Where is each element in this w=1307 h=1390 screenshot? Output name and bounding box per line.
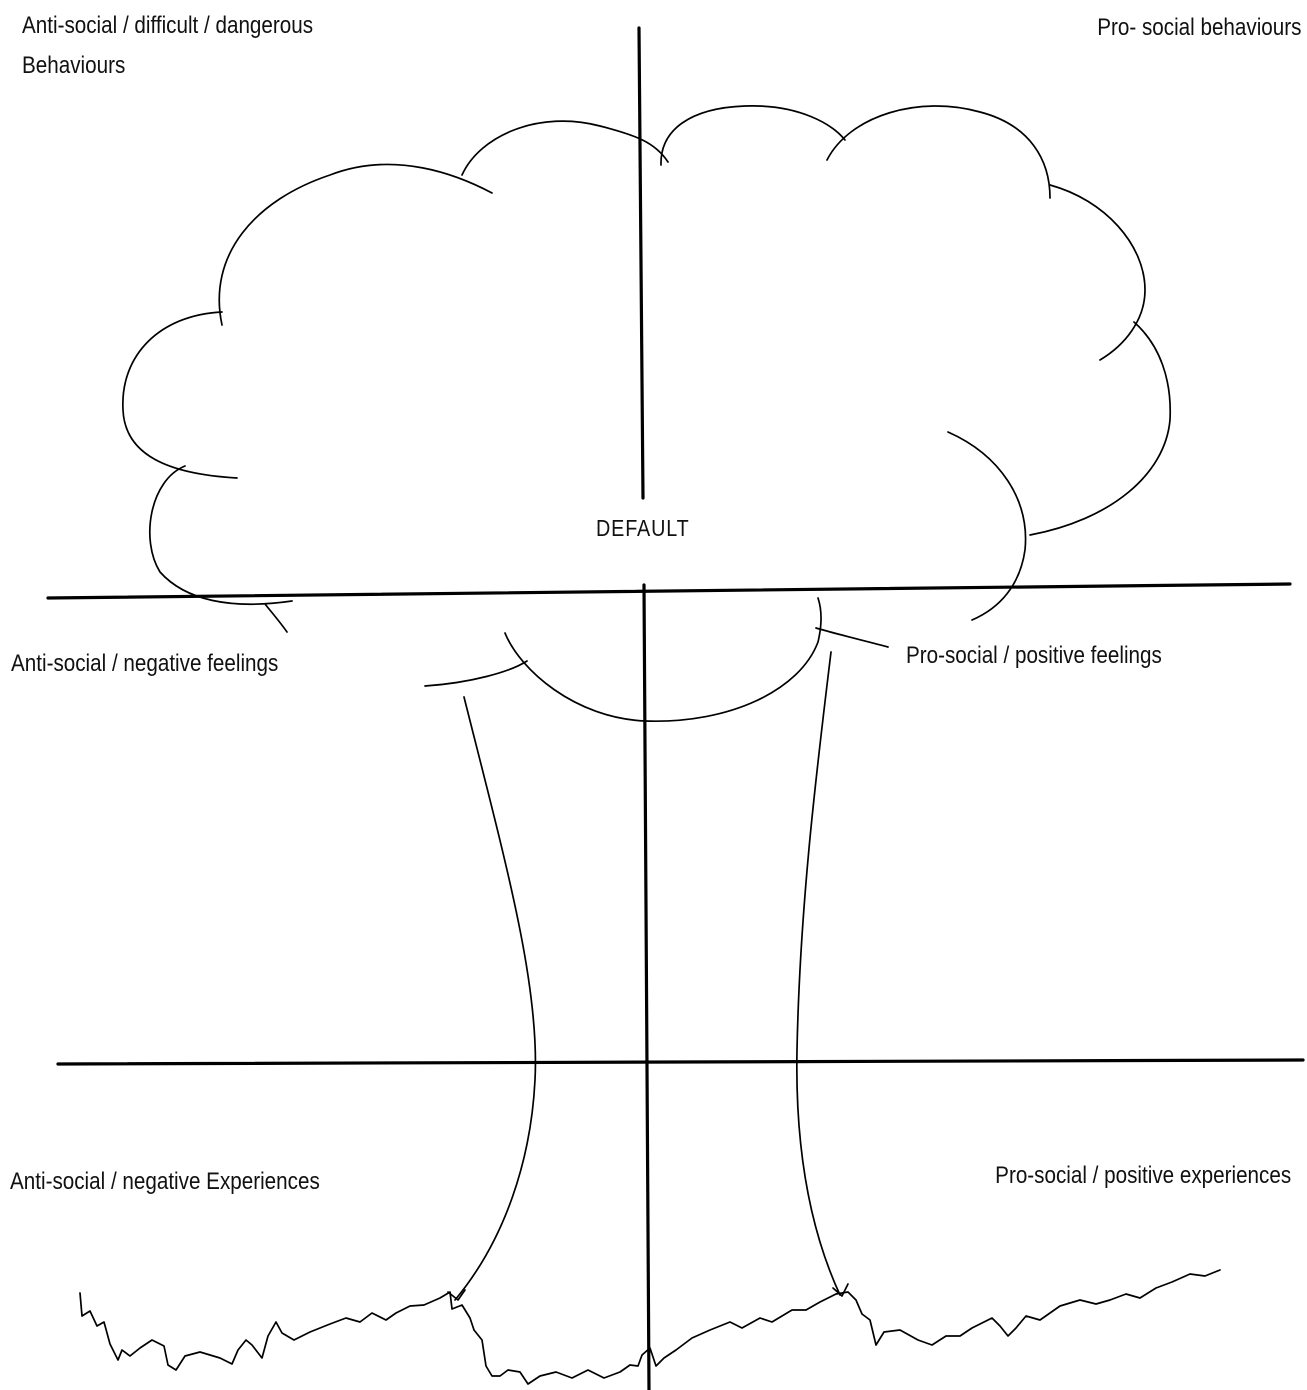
vertical-axis-upper xyxy=(637,26,645,500)
tree-canopy xyxy=(122,105,1172,722)
horizontal-divider-upper xyxy=(46,582,1292,600)
canopy-lobe-bottom-left xyxy=(148,465,293,606)
canopy-lobe-bottom-center xyxy=(504,597,822,722)
label-antisocial-behaviours-line2: Behaviours xyxy=(22,52,126,79)
canopy-lobe-top-right xyxy=(826,105,1051,199)
canopy-base-right xyxy=(815,627,889,648)
canopy-lobe-top-left xyxy=(218,163,493,326)
canopy-lobe-bottom-right xyxy=(947,431,1027,621)
label-default: DEFAULT xyxy=(596,515,690,541)
label-antisocial-behaviours: Anti-social / difficult / dangerous Beha… xyxy=(22,6,313,86)
canopy-lobe-left xyxy=(122,311,238,479)
label-prosocial-feelings: Pro-social / positive feelings xyxy=(906,642,1162,669)
ground-grass-line xyxy=(79,1269,1221,1385)
label-prosocial-behaviours: Pro- social behaviours xyxy=(1096,14,1301,41)
trunk-right-edge xyxy=(795,651,841,1296)
label-antisocial-feelings: Anti-social / negative feelings xyxy=(11,650,279,677)
axes xyxy=(46,26,1305,1390)
trunk-arrow-right xyxy=(832,1283,849,1297)
horizontal-divider-lower xyxy=(56,1058,1305,1066)
trunk-left-edge xyxy=(454,696,537,1301)
tree-trunk xyxy=(447,651,849,1301)
label-antisocial-experiences: Anti-social / negative Experiences xyxy=(10,1168,320,1195)
vertical-axis-lower xyxy=(642,583,651,1390)
canopy-lobe-right xyxy=(1049,184,1146,361)
canopy-hook-left xyxy=(264,603,288,633)
canopy-lobe-top-center xyxy=(461,120,669,176)
canopy-lobe-right-lower xyxy=(1029,321,1172,536)
label-prosocial-experiences: Pro-social / positive experiences xyxy=(995,1162,1291,1189)
trunk-arrow-left xyxy=(447,1289,466,1301)
label-antisocial-behaviours-line1: Anti-social / difficult / dangerous xyxy=(22,12,314,39)
canopy-lobe-top-right-small xyxy=(660,105,846,166)
canopy-base-left xyxy=(424,660,528,687)
